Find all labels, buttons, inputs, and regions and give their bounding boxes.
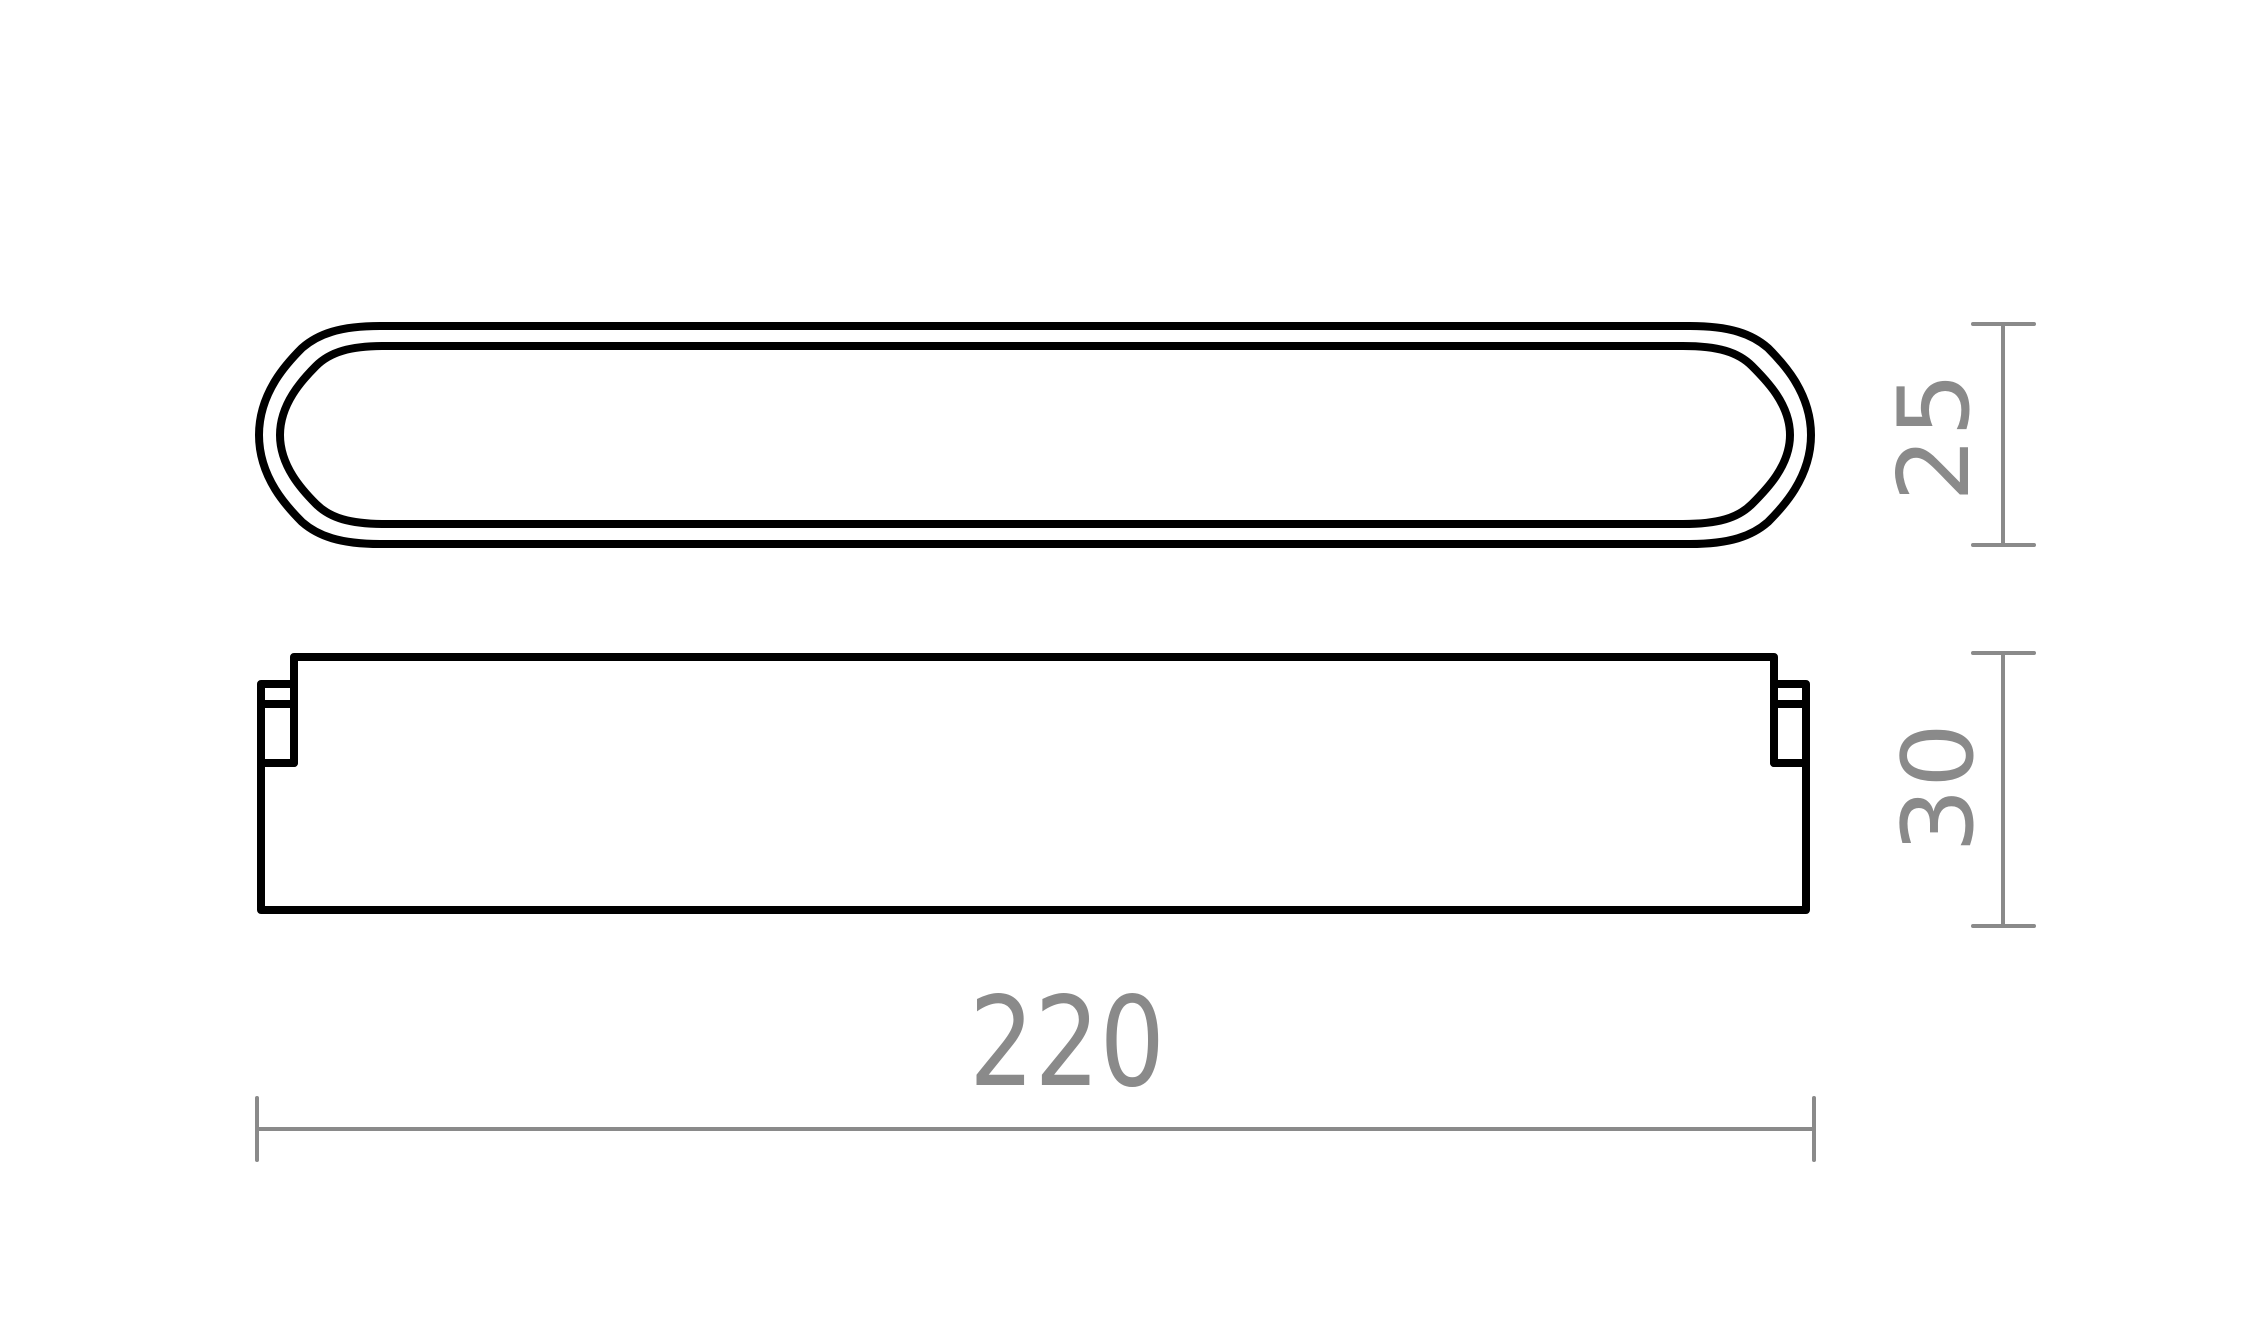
side-view-left-tab [257, 680, 298, 767]
side-view-right-tab [1770, 680, 1810, 767]
top-view-outer-outline [255, 322, 1815, 548]
dimension-25-label: 25 [1878, 372, 1992, 502]
dimension-220-label: 220 [969, 971, 1165, 1115]
dimension-220: 220 [255, 971, 1816, 1162]
dimension-25: 25 [1878, 322, 2036, 547]
side-view-body [257, 653, 1810, 914]
top-view-inner-outline [276, 342, 1794, 528]
dimension-30: 30 [1882, 651, 2036, 928]
dimension-30-label: 30 [1882, 723, 1996, 853]
side-view [257, 653, 1810, 914]
top-view [255, 322, 1815, 548]
